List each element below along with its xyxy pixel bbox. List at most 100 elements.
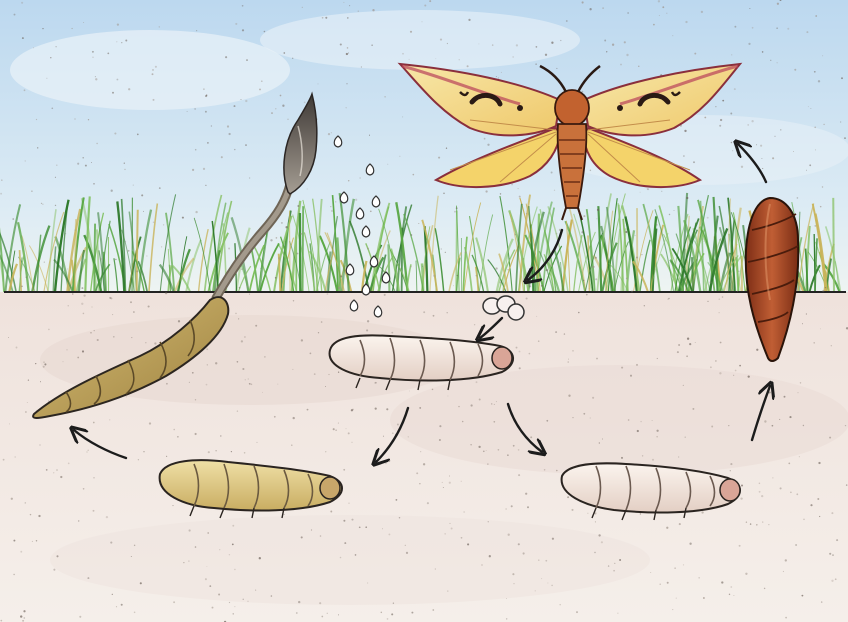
speckle	[541, 285, 543, 287]
speckle	[173, 429, 175, 431]
speckle	[369, 135, 370, 136]
speckle	[719, 125, 721, 127]
speckle	[410, 266, 411, 267]
speckle	[494, 404, 495, 405]
speckle	[327, 613, 328, 614]
speckle	[82, 157, 84, 159]
speckle	[215, 450, 216, 451]
speckle	[195, 399, 196, 400]
speckle	[555, 331, 557, 333]
speckle	[683, 155, 685, 157]
grass-blade	[303, 206, 304, 292]
speckle	[207, 364, 208, 365]
speckle	[31, 190, 33, 192]
speckle	[677, 351, 679, 353]
speckle	[189, 382, 190, 383]
speckle	[704, 117, 706, 119]
speckle	[348, 432, 350, 434]
speckle	[433, 275, 435, 277]
speckle	[359, 526, 361, 528]
speckle	[239, 287, 241, 289]
speckle	[741, 484, 743, 486]
speckle	[330, 511, 332, 513]
speckle	[296, 612, 298, 614]
speckle	[722, 296, 724, 298]
speckle	[79, 616, 81, 618]
speckle	[526, 297, 528, 299]
speckle	[21, 2, 23, 4]
speckle	[367, 583, 368, 584]
speckle	[136, 270, 138, 272]
grass-blade	[388, 244, 389, 292]
speckle	[206, 384, 208, 386]
speckle	[496, 76, 497, 77]
speckle	[83, 22, 84, 23]
speckle	[526, 213, 527, 214]
speckle	[328, 133, 330, 135]
speckle	[40, 445, 41, 446]
speckle	[133, 185, 134, 186]
speckle	[349, 5, 350, 6]
speckle	[443, 487, 444, 488]
speckle	[51, 107, 53, 109]
speckle	[683, 385, 684, 386]
speckle	[556, 68, 557, 69]
speckle	[325, 451, 326, 452]
speckle	[125, 40, 127, 42]
speckle	[453, 285, 454, 286]
speckle	[393, 603, 394, 604]
speckle	[641, 254, 642, 255]
speckle	[468, 19, 470, 21]
speckle	[498, 77, 499, 78]
speckle	[598, 534, 600, 536]
speckle	[138, 459, 139, 460]
speckle	[155, 66, 157, 68]
speckle	[234, 606, 235, 607]
speckle	[793, 151, 794, 152]
speckle	[424, 4, 426, 6]
speckle	[71, 28, 72, 29]
speckle	[23, 617, 25, 619]
speckle	[619, 559, 621, 561]
speckle	[844, 137, 846, 139]
speckle	[238, 318, 239, 319]
speckle	[391, 332, 393, 334]
speckle	[384, 96, 386, 98]
speckle	[457, 275, 458, 276]
speckle	[245, 100, 247, 102]
speckle	[613, 570, 615, 572]
speckle	[297, 253, 299, 255]
speckle	[91, 162, 92, 163]
speckle	[383, 436, 384, 437]
speckle	[489, 555, 491, 557]
soil-patch	[390, 365, 848, 475]
speckle	[749, 8, 750, 9]
speckle	[277, 384, 278, 385]
speckle	[556, 233, 558, 235]
speckle	[518, 449, 520, 451]
speckle	[205, 111, 207, 113]
speckle	[820, 206, 822, 208]
speckle	[556, 470, 558, 472]
speckle	[669, 214, 670, 215]
speckle	[246, 59, 248, 61]
speckle	[728, 425, 729, 426]
speckle	[242, 368, 244, 370]
speckle	[338, 287, 340, 289]
speckle	[732, 150, 733, 151]
speckle	[338, 372, 339, 373]
speckle	[152, 73, 154, 75]
speckle	[116, 41, 117, 42]
speckle	[346, 107, 347, 108]
speckle	[657, 358, 658, 359]
speckle	[330, 206, 331, 207]
speckle	[348, 52, 349, 53]
speckle	[346, 53, 348, 55]
speckle	[232, 544, 234, 546]
speckle	[321, 321, 323, 323]
speckle	[817, 498, 819, 500]
speckle	[384, 294, 386, 296]
speckle	[449, 482, 451, 484]
speckle	[249, 294, 250, 295]
speckle	[659, 15, 660, 16]
